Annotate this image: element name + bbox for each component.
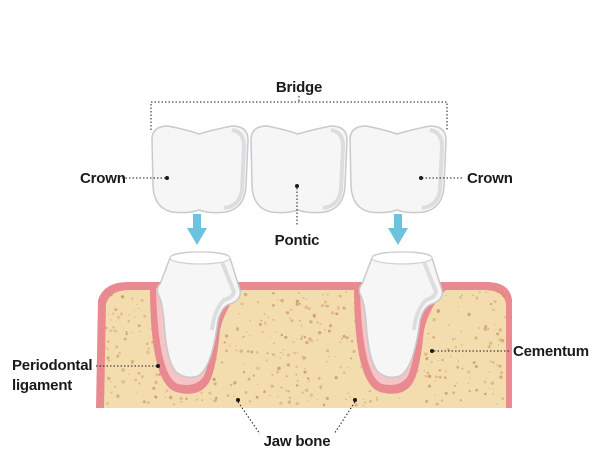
cementum-marker — [430, 349, 434, 353]
periodontal-marker — [156, 364, 160, 368]
bridge-bracket — [150, 96, 448, 130]
crown-left-marker — [165, 176, 169, 180]
crown-right — [349, 125, 447, 214]
abutment-tooth-right — [358, 251, 444, 379]
jaw-bone-marker-right — [353, 398, 357, 402]
cementum-label: Cementum — [513, 343, 589, 360]
crown-right-marker — [419, 176, 423, 180]
pontic-marker — [295, 184, 299, 188]
jaw-bone-label: Jaw bone — [264, 433, 331, 450]
jaw-bone-marker-left — [236, 398, 240, 402]
pontic-label: Pontic — [275, 232, 320, 249]
arrow-down-left-icon — [187, 214, 207, 245]
periodontal-label-line1: Periodontal — [12, 357, 92, 374]
bridge-label: Bridge — [276, 79, 322, 96]
crown-left-label: Crown — [80, 170, 126, 187]
pontic-tooth — [250, 125, 348, 214]
abutment-tooth-left — [156, 251, 242, 379]
crown-left — [151, 125, 249, 214]
crown-right-label: Crown — [467, 170, 513, 187]
arrow-down-right-icon — [388, 214, 408, 245]
periodontal-label-line2: ligament — [12, 377, 72, 394]
